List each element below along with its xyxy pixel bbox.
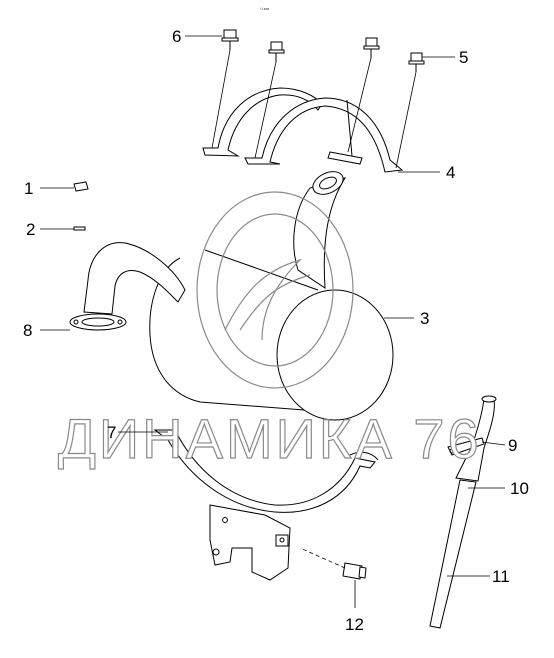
callout-10: 10 [510, 479, 529, 498]
bolt-b [363, 37, 380, 58]
bolt-12 [342, 562, 367, 580]
callout-labels: 1 2 3 4 5 6 7 8 9 10 11 12 [23, 27, 529, 634]
callout-7: 7 [107, 423, 116, 442]
bolt-6 [221, 29, 239, 50]
callout-1: 1 [24, 179, 33, 198]
callout-5: 5 [459, 48, 468, 67]
bolt-a [268, 41, 285, 62]
bolt-5 [408, 52, 425, 72]
mount-bracket [209, 504, 291, 581]
spring-washer [73, 226, 86, 231]
flange-gasket [69, 313, 127, 331]
watermark-logo [196, 191, 354, 389]
callout-2: 2 [26, 220, 35, 239]
upper-clamps [202, 87, 404, 173]
muffler [83, 171, 394, 421]
watermark-text: ДИНАМИКА 76 [58, 407, 482, 470]
callout-8: 8 [23, 321, 32, 340]
callout-4: 4 [446, 163, 455, 182]
callout-12: 12 [345, 615, 364, 634]
callout-11: 11 [492, 567, 510, 586]
callout-3: 3 [420, 309, 429, 328]
callout-9: 9 [508, 436, 517, 455]
tube-bracket [447, 437, 485, 456]
lower-clamp [153, 429, 379, 513]
leader-lines [40, 35, 506, 608]
header-mark: Ч.мм [260, 6, 270, 11]
nut [73, 181, 89, 192]
callout-6: 6 [172, 27, 181, 46]
